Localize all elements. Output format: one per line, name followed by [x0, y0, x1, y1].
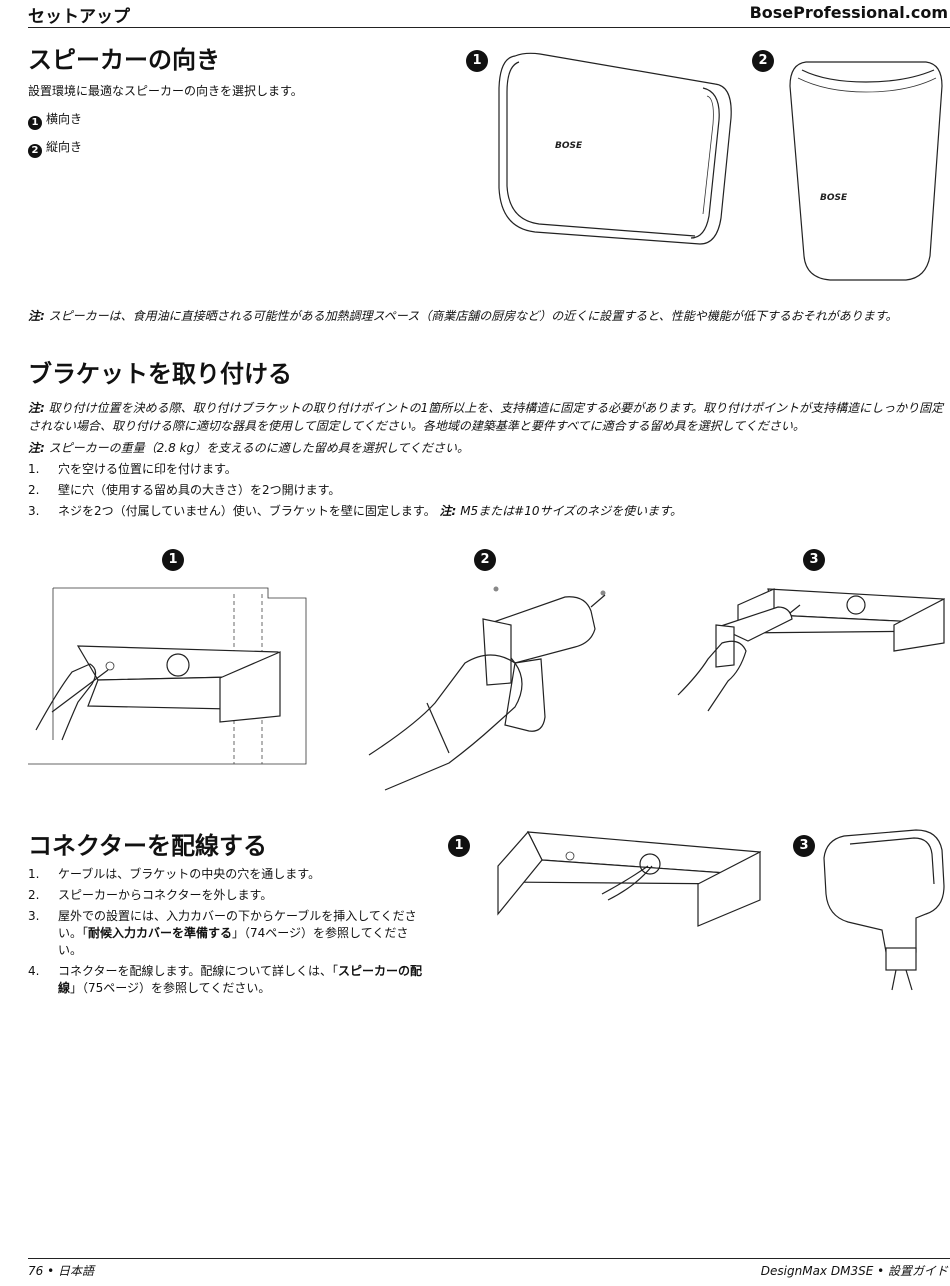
list-item: 4. コネクターを配線します。配線について詳しくは、「スピーカーの配線」（75ペー…	[28, 963, 428, 997]
step-number: 1.	[28, 462, 40, 476]
section-header: セットアップ	[28, 7, 130, 27]
orientation-option-horizontal: 1 横向き	[28, 110, 82, 130]
figure-badge: 2	[752, 50, 774, 72]
fix-bracket-illustration	[677, 588, 945, 712]
note-label: 注:	[439, 504, 457, 518]
bracket-title: ブラケットを取り付ける	[28, 360, 292, 388]
cable-through-bracket-illustration	[497, 830, 762, 927]
step-number: 1.	[28, 867, 40, 881]
orientation-note: 注: スピーカーは、食用油に直接晒される可能性がある加熱調理スペース（商業店舗の…	[28, 307, 950, 325]
hole-mark	[493, 586, 499, 592]
orientation-title: スピーカーの向き	[28, 46, 220, 74]
step-text: スピーカーからコネクターを外します。	[58, 888, 273, 902]
figure-badge: 1	[162, 549, 184, 571]
step-text: 穴を空ける位置に印を付けます。	[58, 462, 237, 476]
header-divider	[28, 27, 950, 28]
note-label: 注:	[28, 441, 45, 455]
figure-badge: 1	[448, 835, 470, 857]
step-number: 4.	[28, 964, 40, 978]
list-item: 2. スピーカーからコネクターを外します。	[28, 887, 428, 904]
option-label: 縦向き	[46, 140, 83, 154]
mark-holes-illustration	[28, 587, 307, 765]
website-link[interactable]: BoseProfessional.com	[749, 3, 948, 22]
list-item: 3. 屋外での設置には、入力カバーの下からケーブルを挿入してください。「耐候入力カ…	[28, 908, 428, 959]
step-text: ネジを2つ（付属していません）使い、ブラケットを壁に固定します。	[58, 504, 436, 518]
speaker-horizontal-illustration: BOSE	[498, 52, 732, 245]
list-item: 1. 穴を空ける位置に印を付けます。	[28, 461, 948, 478]
list-item: 1. ケーブルは、ブラケットの中央の穴を通します。	[28, 866, 428, 883]
step-text: コネクターを配線します。配線について詳しくは、「	[58, 964, 338, 978]
option-label: 横向き	[46, 112, 83, 126]
wiring-title: コネクターを配線する	[28, 832, 268, 860]
bose-logo: BOSE	[820, 193, 848, 203]
footer-divider	[28, 1258, 950, 1259]
wiring-steps: 1. ケーブルは、ブラケットの中央の穴を通します。 2. スピーカーからコネクターを…	[28, 866, 428, 1001]
connector-illustration	[823, 829, 945, 991]
note-text: スピーカーの重量（2.8 kg）を支えるのに適した留め具を選択してください。	[48, 441, 470, 455]
list-item: 3. ネジを2つ（付属していません）使い、ブラケットを壁に固定します。 注: M5…	[28, 503, 948, 520]
step-text: 」（75ページ）を参照してください。	[70, 981, 271, 995]
note-text: M5または#10サイズのネジを使います。	[460, 504, 682, 518]
figure-badge: 1	[466, 50, 488, 72]
bracket-note-2: 注: スピーカーの重量（2.8 kg）を支えるのに適した留め具を選択してください…	[28, 439, 948, 457]
drill-holes-illustration	[368, 586, 606, 791]
step-number: 2.	[28, 483, 40, 497]
orientation-option-vertical: 2 縦向き	[28, 138, 82, 158]
number-badge: 2	[28, 144, 42, 158]
note-label: 注:	[28, 401, 45, 415]
step-number: 3.	[28, 909, 40, 923]
hole-mark	[600, 590, 606, 596]
figure-badge: 2	[474, 549, 496, 571]
step-text: ケーブルは、ブラケットの中央の穴を通します。	[58, 867, 321, 881]
bose-logo: BOSE	[555, 141, 583, 151]
note-text: スピーカーは、食用油に直接晒される可能性がある加熱調理スペース（商業店舗の厨房な…	[48, 309, 898, 323]
document-title: DesignMax DM3SE • 設置ガイド	[760, 1264, 948, 1278]
step-number: 3.	[28, 504, 40, 518]
speaker-vertical-illustration: BOSE	[789, 61, 943, 281]
figure-badge: 3	[793, 835, 815, 857]
step-text: 」（74ページ）を参照してください。	[58, 926, 409, 957]
cross-reference-link[interactable]: スピーカーの配線	[58, 964, 422, 995]
step-number: 2.	[28, 888, 40, 902]
number-badge: 1	[28, 116, 42, 130]
bracket-note-1: 注: 取り付け位置を決める際、取り付けブラケットの取り付けポイントの1箇所以上を…	[28, 399, 948, 435]
note-label: 注:	[28, 309, 45, 323]
list-item: 2. 壁に穴（使用する留め具の大きさ）を2つ開けます。	[28, 482, 948, 499]
page-number: 76 • 日本語	[28, 1264, 94, 1278]
bracket-steps: 1. 穴を空ける位置に印を付けます。 2. 壁に穴（使用する留め具の大きさ）を2つ開…	[28, 461, 948, 524]
step-text: 壁に穴（使用する留め具の大きさ）を2つ開けます。	[58, 483, 341, 497]
note-text: 取り付け位置を決める際、取り付けブラケットの取り付けポイントの1箇所以上を、支持…	[28, 401, 944, 433]
step-text: 屋外での設置には、入力カバーの下からケーブルを挿入してください。「	[58, 909, 417, 940]
orientation-intro: 設置環境に最適なスピーカーの向きを選択します。	[28, 84, 303, 98]
cross-reference-link[interactable]: 耐候入力カバーを準備する	[88, 926, 233, 940]
figure-badge: 3	[803, 549, 825, 571]
